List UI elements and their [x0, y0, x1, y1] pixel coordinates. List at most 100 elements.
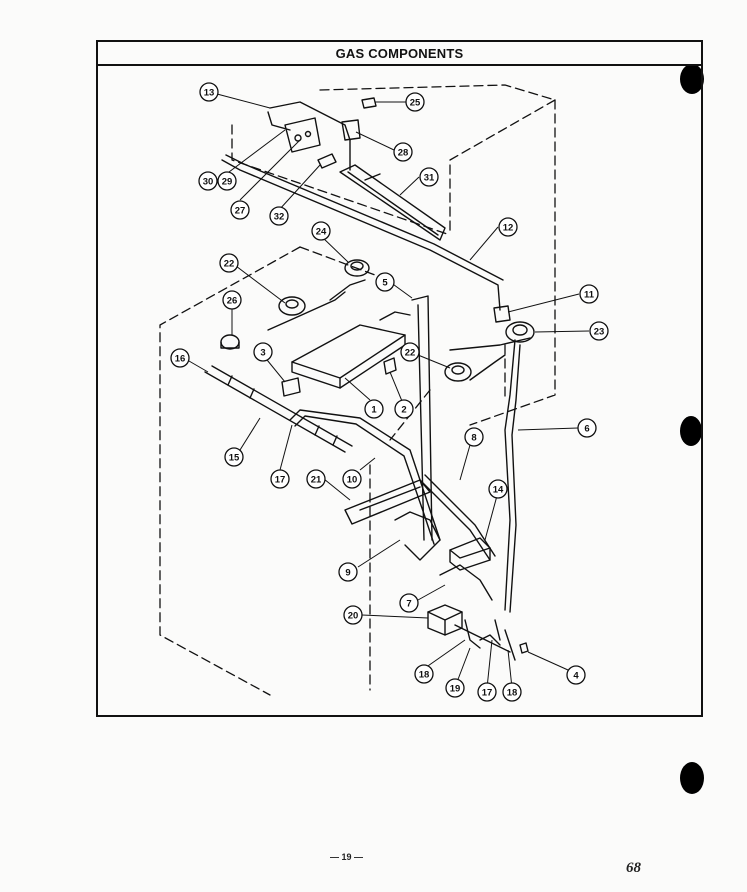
- svg-text:4: 4: [573, 671, 579, 682]
- top-burner-22-left: [267, 291, 346, 331]
- callout-14: 14: [488, 479, 508, 499]
- callout-17-lower: 17: [477, 682, 497, 702]
- svg-text:21: 21: [311, 475, 322, 486]
- lower-fittings: [454, 619, 516, 661]
- oven-burner-21: [344, 479, 431, 525]
- svg-text:1: 1: [371, 405, 377, 416]
- callout-30: 30: [198, 171, 218, 191]
- clip-2: [383, 357, 397, 375]
- svg-text:9: 9: [345, 568, 350, 579]
- svg-text:3: 3: [260, 348, 265, 359]
- binder-hole-top: [680, 64, 704, 94]
- diagram-frame: GAS COMPONENTS: [96, 40, 703, 717]
- svg-text:11: 11: [584, 290, 595, 301]
- callout-25: 25: [405, 92, 425, 112]
- callout-10: 10: [342, 469, 362, 489]
- safety-valve-14: [449, 537, 491, 571]
- svg-text:31: 31: [424, 173, 435, 184]
- valve-11: [493, 305, 511, 323]
- knob-26: [220, 334, 240, 350]
- callout-24: 24: [311, 221, 331, 241]
- svg-text:22: 22: [405, 348, 416, 359]
- callout-16: 16: [170, 348, 190, 368]
- fitting-4: [519, 642, 529, 654]
- thermostat-bracket: [284, 117, 321, 153]
- handwritten-page-mark: 68: [626, 860, 641, 876]
- orifice-32: [317, 153, 337, 169]
- callout-18-left: 18: [414, 664, 434, 684]
- callout-13: 13: [199, 82, 219, 102]
- diagram-title: GAS COMPONENTS: [335, 45, 464, 61]
- callout-32: 32: [269, 206, 289, 226]
- svg-text:13: 13: [204, 88, 215, 99]
- callout-6: 6: [577, 418, 597, 438]
- svg-text:6: 6: [584, 424, 589, 435]
- top-burner-24: [329, 259, 370, 301]
- callout-28: 28: [393, 142, 413, 162]
- gas-tube-9: [394, 511, 441, 561]
- gas-tube-6: [504, 339, 521, 613]
- callout-1: 1: [364, 399, 384, 419]
- top-burner-22-right: [444, 354, 506, 382]
- svg-text:16: 16: [175, 354, 186, 365]
- gas-tube-7: [439, 564, 493, 601]
- svg-text:8: 8: [471, 433, 476, 444]
- svg-text:25: 25: [410, 98, 421, 109]
- callout-9: 9: [338, 562, 358, 582]
- callout-2: 2: [394, 399, 414, 419]
- leader-lines: [188, 93, 590, 689]
- binder-hole-bottom: [680, 762, 704, 794]
- svg-text:20: 20: [348, 611, 359, 622]
- binder-hole-middle: [680, 416, 702, 446]
- svg-text:26: 26: [227, 296, 238, 307]
- callout-3: 3: [253, 342, 273, 362]
- svg-text:14: 14: [493, 485, 504, 496]
- callout-4: 4: [566, 665, 586, 685]
- callout-17-upper: 17: [270, 469, 290, 489]
- svg-text:19: 19: [450, 684, 461, 695]
- svg-text:27: 27: [235, 206, 246, 217]
- callout-19: 19: [445, 678, 465, 698]
- callout-22-left: 22: [219, 253, 239, 273]
- svg-text:32: 32: [274, 212, 285, 223]
- callout-31: 31: [419, 167, 439, 187]
- svg-text:17: 17: [482, 688, 493, 699]
- svg-text:5: 5: [382, 278, 388, 289]
- svg-text:7: 7: [406, 599, 411, 610]
- svg-text:12: 12: [503, 223, 514, 234]
- title-bar: GAS COMPONENTS: [98, 42, 701, 66]
- callout-21: 21: [306, 469, 326, 489]
- gas-tube-8: [419, 474, 496, 561]
- svg-text:30: 30: [203, 177, 214, 188]
- callout-20: 20: [343, 605, 363, 625]
- callout-7: 7: [399, 593, 419, 613]
- broil-burner-31: [339, 164, 446, 241]
- svg-text:24: 24: [316, 227, 327, 238]
- callout-27: 27: [230, 200, 250, 220]
- callout-15: 15: [224, 447, 244, 467]
- manifold-bar-15: [204, 365, 353, 453]
- svg-text:18: 18: [507, 688, 518, 699]
- svg-text:10: 10: [347, 475, 358, 486]
- gas-valve-28: [341, 119, 361, 171]
- bracket-3: [281, 377, 301, 397]
- manifold-tube-12: [221, 154, 504, 311]
- callout-5: 5: [375, 272, 395, 292]
- callout-23: 23: [589, 321, 609, 341]
- svg-text:18: 18: [419, 670, 430, 681]
- callout-26: 26: [222, 290, 242, 310]
- spark-electrode-25: [361, 97, 377, 109]
- page-number: — 19 —: [330, 852, 364, 862]
- callout-12: 12: [498, 217, 518, 237]
- svg-text:22: 22: [224, 259, 235, 270]
- callout-22-right: 22: [400, 342, 420, 362]
- svg-text:23: 23: [594, 327, 605, 338]
- callout-8: 8: [464, 427, 484, 447]
- callout-11: 11: [579, 284, 599, 304]
- svg-text:29: 29: [222, 177, 233, 188]
- svg-text:2: 2: [401, 405, 406, 416]
- callout-18-right: 18: [502, 682, 522, 702]
- regulator-20: [427, 604, 463, 636]
